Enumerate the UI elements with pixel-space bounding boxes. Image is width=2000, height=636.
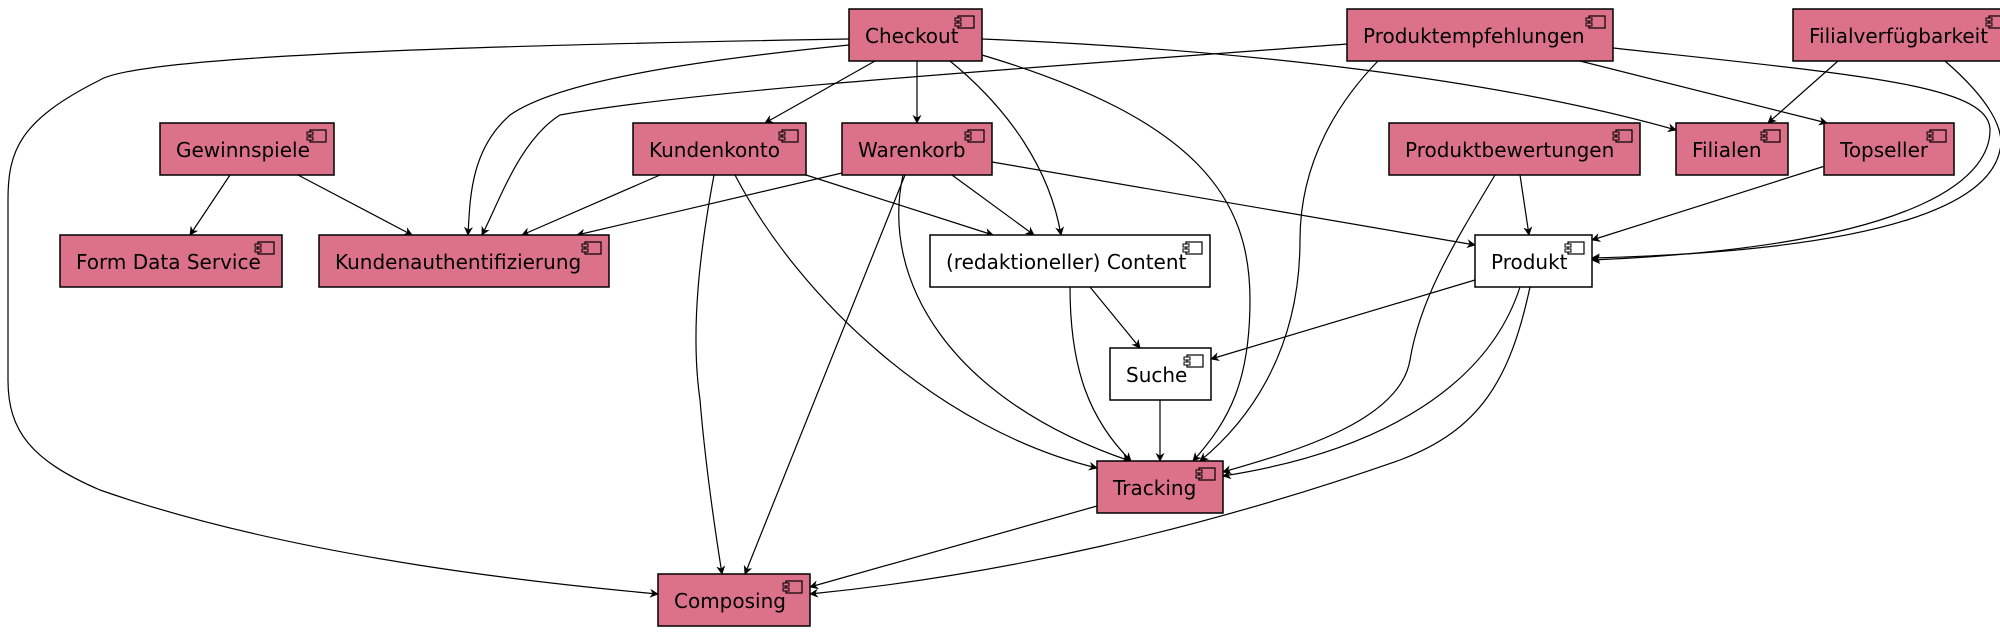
component-kundenauthentifizierung[interactable]: Kundenauthentifizierung <box>318 234 610 288</box>
component-box <box>632 122 807 176</box>
component-label: Filialen <box>1692 138 1762 162</box>
component-box <box>1096 460 1224 514</box>
uml-component-icon <box>306 129 327 143</box>
component-produktempfehlungen[interactable]: Produktempfehlungen <box>1346 8 1614 62</box>
edge-warenkorb-to-tracking <box>898 174 1131 463</box>
edge-produktempfehlungen-to-kundenauthentifizierung <box>481 43 1348 236</box>
uml-component-icon <box>782 580 803 594</box>
edge-checkout-to-content <box>949 60 1065 236</box>
uml-component-icon <box>778 129 799 143</box>
edge-gewinnspiele-to-kundenauthentifizierung <box>297 174 413 236</box>
component-form-data-service[interactable]: Form Data Service <box>59 234 283 288</box>
edge-gewinnspiele-to-form-data-service <box>189 174 231 236</box>
edge-content-to-suche <box>1089 286 1141 349</box>
edge-produkt-to-composing <box>809 286 1531 598</box>
uml-component-icon <box>1195 467 1216 481</box>
edge-kundenkonto-to-kundenauthentifizierung <box>521 174 661 236</box>
uml-component-icon <box>954 15 975 29</box>
component-tracking[interactable]: Tracking <box>1096 460 1224 514</box>
component-label: (redaktioneller) Content <box>946 250 1187 274</box>
component-label: Form Data Service <box>76 250 261 274</box>
uml-component-icon <box>1183 354 1204 368</box>
edge-produktbewertungen-to-produkt <box>1519 174 1533 236</box>
component-box <box>59 234 283 288</box>
edge-checkout-to-composing <box>7 38 850 598</box>
component-content[interactable]: (redaktioneller) Content <box>929 234 1211 288</box>
component-gewinnspiele[interactable]: Gewinnspiele <box>159 122 335 176</box>
edge-produktbewertungen-to-tracking <box>1222 174 1496 475</box>
edge-kundenkonto-to-composing <box>695 174 726 575</box>
edge-checkout-to-filialen <box>981 38 1677 133</box>
edge-produkt-to-tracking <box>1222 286 1521 480</box>
edge-content-to-tracking <box>1069 286 1132 462</box>
component-topseller[interactable]: Topseller <box>1823 122 1955 176</box>
edge-warenkorb-to-composing <box>743 174 906 575</box>
component-box <box>1388 122 1641 176</box>
uml-component-icon <box>581 241 602 255</box>
edge-produkt-to-suche <box>1210 279 1476 361</box>
uml-component-icon <box>1182 241 1203 255</box>
uml-component-icon <box>1985 15 2000 29</box>
uml-component-icon <box>1585 15 1606 29</box>
uml-component-icon <box>1612 129 1633 143</box>
component-label: Tracking <box>1112 476 1196 500</box>
edge-kundenkonto-to-tracking <box>734 174 1098 471</box>
edge-checkout-to-tracking <box>981 54 1251 462</box>
edge-checkout-to-kundenkonto <box>764 60 876 124</box>
component-label: Produkt <box>1491 250 1568 274</box>
component-label: Composing <box>674 589 786 613</box>
edge-warenkorb-to-kundenauthentifizierung <box>576 172 843 238</box>
edge-filialverfuegbarkeit-to-filialen <box>1767 60 1839 124</box>
edge-filialverfuegbarkeit-to-produkt <box>1591 60 2000 263</box>
edges-layer <box>7 38 2000 598</box>
uml-component-icon <box>254 241 275 255</box>
component-filialen[interactable]: Filialen <box>1675 122 1789 176</box>
component-label: Produktbewertungen <box>1405 138 1614 162</box>
component-warenkorb[interactable]: Warenkorb <box>841 122 993 176</box>
component-suche[interactable]: Suche <box>1109 347 1212 401</box>
edge-produktempfehlungen-to-produkt <box>1591 47 1991 265</box>
component-composing[interactable]: Composing <box>657 573 811 627</box>
component-box <box>159 122 335 176</box>
component-label: Kundenkonto <box>649 138 780 162</box>
component-kundenkonto[interactable]: Kundenkonto <box>632 122 807 176</box>
component-filialverfuegbarkeit[interactable]: Filialverfügbarkeit <box>1792 8 2000 62</box>
uml-component-icon <box>1926 129 1947 143</box>
uml-component-icon <box>1760 129 1781 143</box>
component-label: Produktempfehlungen <box>1363 24 1585 48</box>
edge-warenkorb-to-content <box>951 174 1035 236</box>
component-box <box>1346 8 1614 62</box>
edge-warenkorb-to-produkt <box>991 161 1476 249</box>
component-label: Suche <box>1126 363 1187 387</box>
component-box <box>929 234 1211 288</box>
component-box <box>1792 8 2000 62</box>
edge-produktempfehlungen-to-tracking <box>1199 60 1379 462</box>
component-produkt[interactable]: Produkt <box>1474 234 1593 288</box>
component-label: Topseller <box>1839 138 1929 162</box>
component-label: Kundenauthentifizierung <box>335 250 581 274</box>
edge-topseller-to-produkt <box>1591 165 1826 242</box>
component-label: Filialverfügbarkeit <box>1809 24 1988 48</box>
nodes-layer: Checkout Produktempfehlungen Filialverfügb… <box>59 8 2000 627</box>
uml-component-icon <box>1564 241 1585 255</box>
edge-tracking-to-composing <box>809 505 1098 590</box>
edge-checkout-to-kundenauthentifizierung <box>463 44 850 236</box>
component-checkout[interactable]: Checkout <box>848 8 983 62</box>
component-label: Gewinnspiele <box>176 138 310 162</box>
component-label: Checkout <box>865 24 959 48</box>
component-label: Warenkorb <box>858 138 966 162</box>
edge-produktempfehlungen-to-topseller <box>1579 60 1828 126</box>
component-box <box>318 234 610 288</box>
uml-component-icon <box>964 129 985 143</box>
component-produktbewertungen[interactable]: Produktbewertungen <box>1388 122 1641 176</box>
